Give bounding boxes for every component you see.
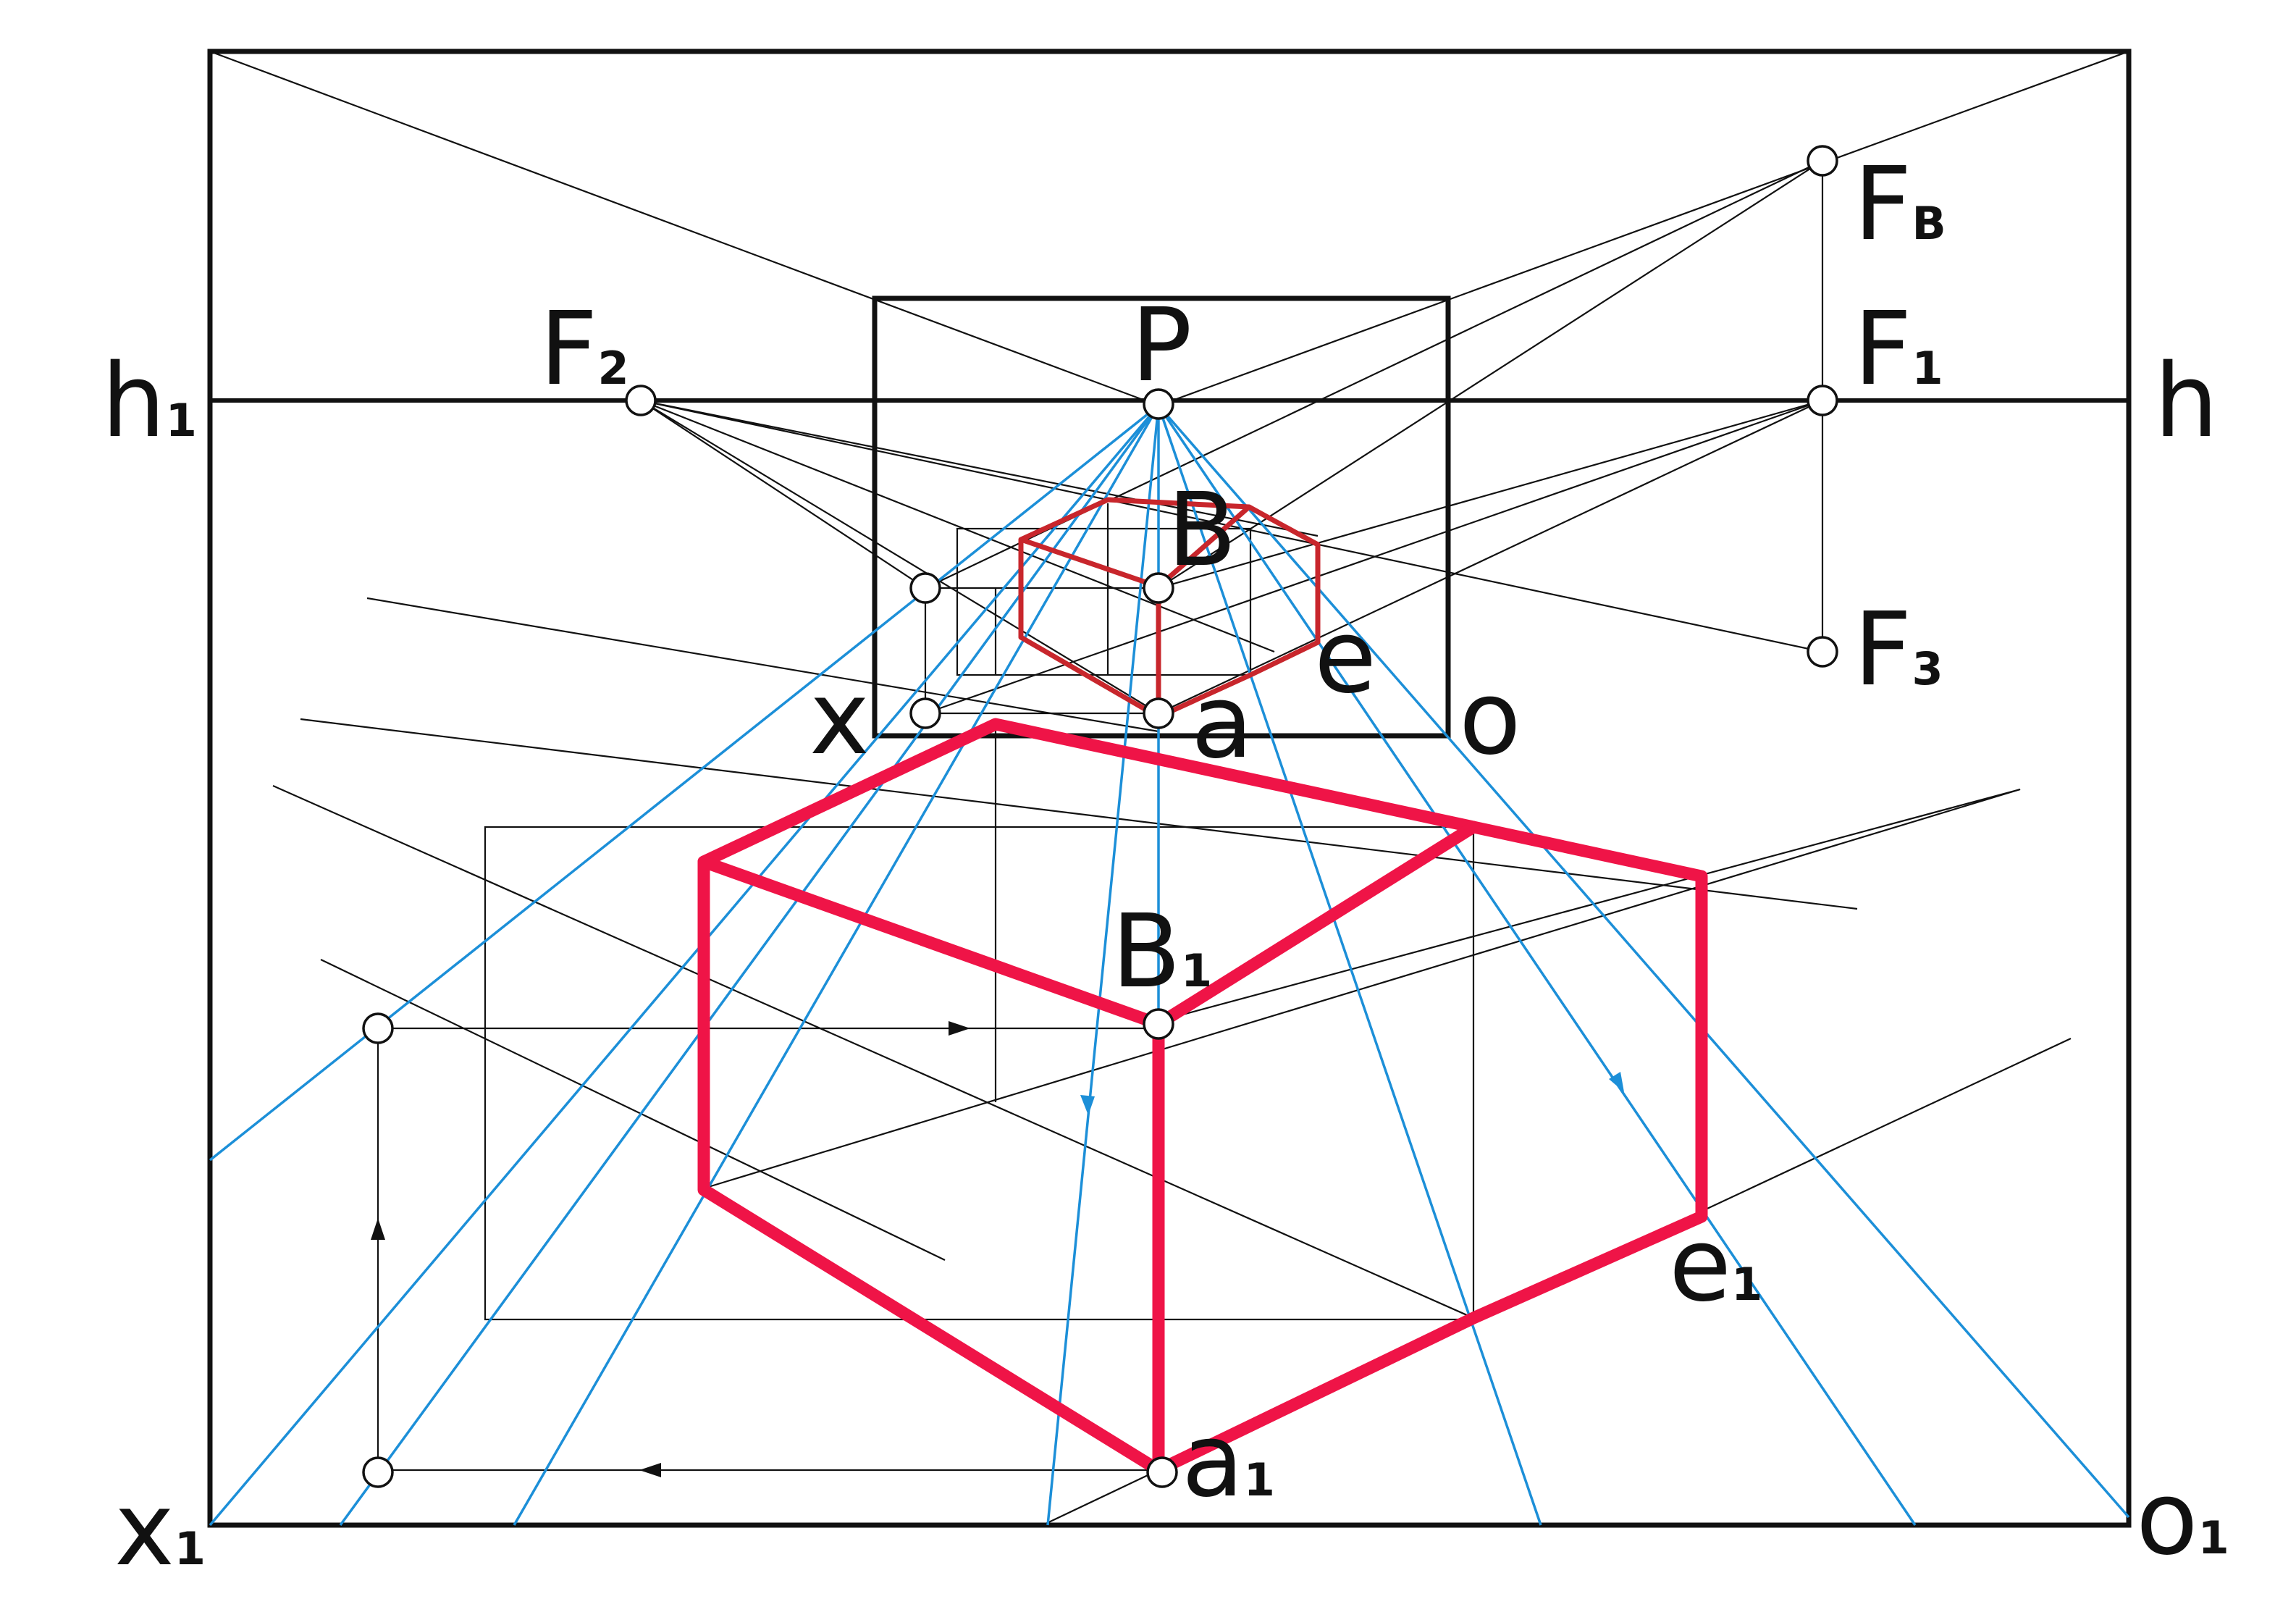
label-FB: FB	[1854, 146, 1946, 264]
point-B	[1143, 572, 1174, 604]
label-a: a	[1191, 663, 1253, 781]
label-e: e	[1314, 598, 1376, 716]
label-x1: x1	[114, 1471, 206, 1589]
point-F1	[1807, 385, 1838, 416]
label-e1: e1	[1669, 1206, 1762, 1325]
large-box	[697, 718, 1708, 1477]
label-h: h	[2154, 343, 2219, 461]
construction-arrows	[371, 1021, 970, 1477]
label-o: o	[1459, 660, 1521, 778]
small-box	[1018, 497, 1321, 720]
point-left-upper	[909, 572, 941, 604]
label-B1: B1	[1111, 893, 1212, 1011]
outer-frame	[207, 49, 2132, 1528]
label-F3: F3	[1854, 591, 1943, 709]
point-left-mid	[362, 1012, 394, 1044]
point-a	[1143, 697, 1174, 729]
point-x-side	[909, 697, 941, 729]
ray-arrows	[1080, 1072, 1624, 1115]
construction-points	[362, 145, 1838, 1488]
label-P: P	[1131, 287, 1192, 405]
point-F3	[1807, 636, 1838, 668]
label-B: B	[1167, 471, 1237, 589]
point-FB	[1807, 145, 1838, 177]
label-h1: h1	[101, 343, 197, 461]
point-a1	[1146, 1456, 1178, 1488]
point-F2	[625, 385, 657, 416]
label-F1: F1	[1854, 290, 1943, 408]
construction-lines	[209, 50, 2129, 1526]
labels: h1 h F2 P FB F1 F3 B e x a o B1 e1 a1 x1…	[101, 146, 2229, 1589]
inner-frame	[872, 295, 1451, 739]
point-P	[1143, 388, 1174, 420]
label-o1: o1	[2136, 1460, 2229, 1578]
point-left-low	[362, 1456, 394, 1488]
point-B1	[1143, 1008, 1174, 1040]
label-F2: F2	[539, 290, 629, 408]
label-a1: a1	[1182, 1402, 1275, 1520]
label-x: x	[810, 660, 870, 778]
